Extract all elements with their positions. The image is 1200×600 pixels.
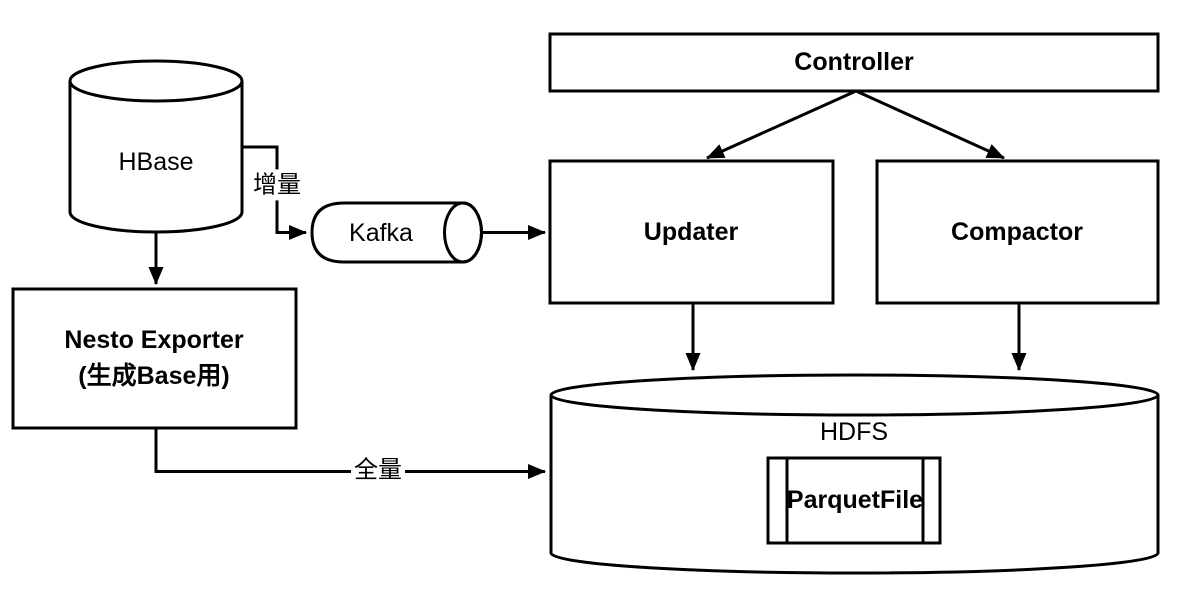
nesto-exporter-label-line2: (生成Base用) — [78, 362, 230, 390]
edge-label-full: 全量 — [351, 454, 405, 486]
arrow-nesto-exporter-to-hdfs — [154, 428, 546, 479]
controller-label: Controller — [794, 47, 914, 76]
updater-box — [548, 159, 835, 305]
nesto-exporter-label-line1: Nesto Exporter — [64, 326, 244, 354]
arrow-controller-to-compactor — [855, 89, 1005, 160]
nesto-exporter-label: Nesto Exporter (生成Base用) — [64, 322, 243, 394]
arrow-controller-to-updater — [706, 89, 857, 160]
compactor-box — [875, 159, 1160, 305]
hdfs-label: HDFS — [819, 417, 889, 446]
kafka-label: Kafka — [349, 218, 413, 247]
parquet-file-box — [766, 456, 942, 545]
compactor-label: Compactor — [951, 217, 1083, 246]
hbase-label: HBase — [118, 147, 194, 176]
edge-label-incremental: 增量 — [250, 169, 304, 201]
updater-label: Updater — [643, 217, 739, 246]
hbase-cylinder — [68, 59, 244, 234]
parquet-file-label: ParquetFile — [786, 485, 924, 514]
